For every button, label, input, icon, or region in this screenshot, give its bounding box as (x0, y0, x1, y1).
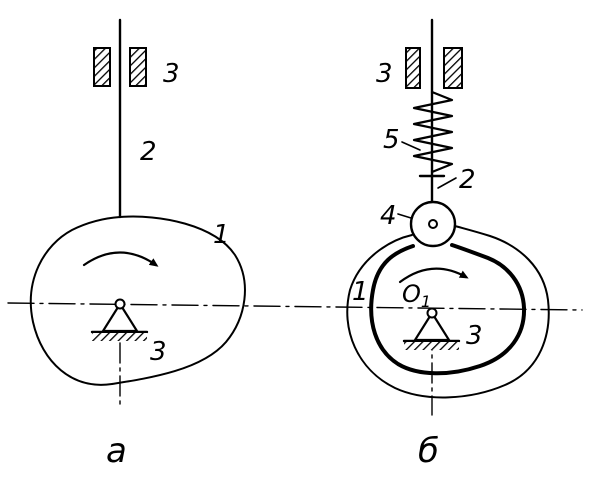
figure-b-cam-outer-contour (346, 225, 550, 399)
figure-a-pivot-center (114, 298, 126, 310)
figure-b-rotation-arrow (398, 267, 469, 284)
figure-a-follower-label: 2 (140, 137, 157, 167)
figure-b-spring-label: 5 (383, 125, 400, 155)
figure-b-spring (412, 90, 454, 174)
horizontal-axis-line (7, 302, 583, 311)
figure-a-cam-label: 1 (213, 220, 230, 250)
figure-b-axis-subscript: 1 (421, 292, 431, 311)
figure-a-guide-left-block (93, 47, 111, 87)
figure-b-guide-right-block (443, 47, 463, 89)
figure-a-guide-right-block (129, 47, 147, 87)
figure-a-cam-profile (29, 215, 246, 386)
figure-a-pivot-label: 3 (150, 337, 167, 367)
figure-b-cam-groove-contour (369, 243, 527, 376)
figure-b-axis-label: O1 (402, 280, 431, 311)
figure-b-pivot-label: 3 (466, 321, 483, 351)
figure-b-ground-hatching (404, 342, 459, 350)
figure-a-ground-hatching (92, 333, 147, 341)
figure-b-follower-leader (437, 177, 457, 189)
figure-a: 3 2 1 3 а (29, 18, 246, 471)
figure-a-guide-label: 3 (163, 59, 180, 89)
figure-a-rotation-arrow (82, 251, 159, 267)
figure-b-follower-label: 2 (459, 165, 476, 195)
figure-b-guide-label: 3 (376, 59, 393, 89)
figure-b-caption: б (418, 431, 439, 471)
figure-b-roller-label: 4 (380, 201, 397, 231)
figure-b-spring-leader (401, 141, 421, 151)
figure-b-axis-letter: O (402, 280, 421, 308)
figure-b: 3 5 2 4 1 O1 3 б (346, 18, 550, 471)
figure-b-guide-left-block (405, 47, 421, 89)
figure-b-roller-axle (428, 219, 438, 229)
figure-a-caption: а (106, 431, 127, 471)
figure-b-pivot-center (426, 307, 438, 319)
figure-b-cam-label: 1 (352, 277, 369, 307)
figure-b-roller-leader (397, 213, 412, 219)
